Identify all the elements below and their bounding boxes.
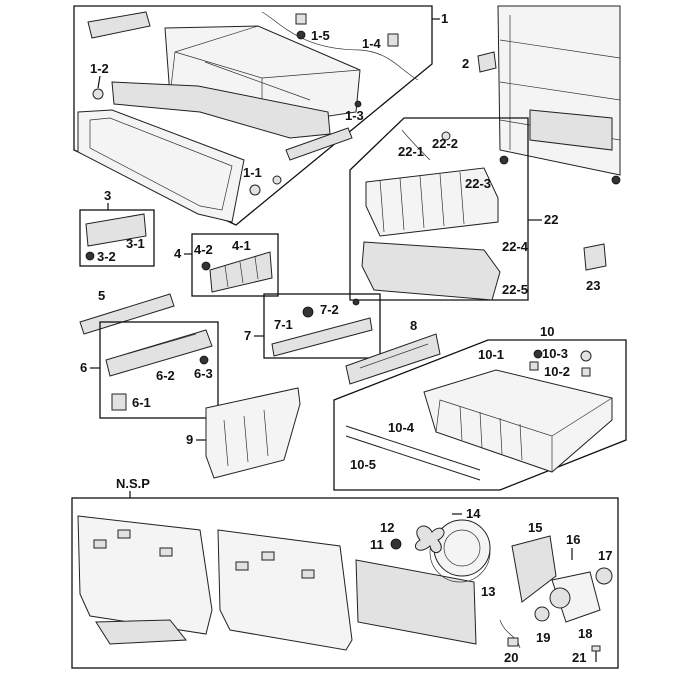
callout-10-2: 10-2 [544,364,570,379]
part-11 [390,538,402,550]
callout-18: 18 [578,626,592,641]
fan-shroud-plate [355,559,477,645]
part-1-1-cap [249,184,261,196]
callout-1-4: 1-4 [362,36,382,51]
callout-1-1: 1-1 [243,165,262,180]
callout-19: 19 [536,630,550,645]
evaporator-coil [365,167,499,237]
callout-4: 4 [174,246,182,261]
callout-7: 7 [244,328,251,343]
part-23 [583,243,607,271]
callout-10-4: 10-4 [388,420,415,435]
door-panel-1 [77,515,213,635]
drawer-front-panel [77,109,245,223]
callout-9: 9 [186,432,193,447]
part-17 [595,567,613,585]
part-19 [534,606,550,622]
callout-6: 6 [80,360,87,375]
callout-17: 17 [598,548,612,563]
callout-15: 15 [528,520,542,535]
callout-16: 16 [566,532,580,547]
group-7: 7 7-1 7-2 [244,293,381,359]
drawer-front-rail [111,81,331,139]
group-1-drawer-assembly: 1 1-5 1-4 1-2 1-3 1-1 [73,5,448,226]
callout-11: 11 [370,537,384,552]
callout-14: 14 [466,506,481,521]
drawer-side-rail [285,127,353,161]
callout-7-1: 7-1 [274,317,293,332]
refrigerator-cabinet [497,5,621,185]
group-6: 6 6-2 6-3 6-1 [80,321,219,419]
callout-23: 23 [586,278,600,293]
callout-22-5: 22-5 [502,282,528,297]
callout-10: 10 [540,324,554,339]
fan-housing [433,519,491,577]
wire-spring [261,11,419,81]
part-clip-top [295,13,307,25]
callout-4-1: 4-1 [232,238,251,253]
callout-8: 8 [410,318,417,333]
callout-21: 21 [572,650,586,665]
callout-1: 1 [441,11,448,26]
callout-5: 5 [98,288,105,303]
callout-22-3: 22-3 [465,176,491,191]
callout-22-4: 22-4 [502,239,529,254]
callout-1-3: 1-3 [345,108,364,123]
rail-bracket-top [87,11,151,39]
callout-7-2: 7-2 [320,302,339,317]
callout-22-2: 22-2 [432,136,458,151]
group-22-evaporator: 22 22-1 22-2 22-3 22-4 22-5 [349,117,558,301]
callout-10-3: 10-3 [542,346,568,361]
part-1-2-cap [92,88,104,100]
callout-12: 12 [380,520,394,535]
part-8-panel [345,333,441,385]
part-1-3-screw [354,100,362,108]
callout-22-1: 22-1 [398,144,424,159]
callout-3: 3 [104,188,111,203]
fan-blade [415,525,445,554]
group-3: 3 3-1 3-2 [79,188,155,267]
callout-20: 20 [504,650,518,665]
callout-6-1: 6-1 [132,395,151,410]
callout-1-2: 1-2 [90,61,109,76]
callout-3-2: 3-2 [97,249,116,264]
nsp-label: N.S.P [116,476,150,491]
nsp-group: N.S.P 12 11 14 [71,476,619,669]
part-1-1b-cap [272,175,282,185]
callout-13: 13 [481,584,495,599]
part-2 [477,51,497,73]
door-panel-flap [95,619,187,645]
part-5-rail [79,293,175,335]
callout-1-5: 1-5 [311,28,330,43]
part-20-wire [499,619,521,649]
group-10-basket: 10 10-1 10-3 10-2 10-4 10-5 [333,324,627,491]
callout-10-1: 10-1 [478,347,504,362]
callout-2: 2 [462,56,469,71]
callout-10-5: 10-5 [350,457,376,472]
callout-22: 22 [544,212,558,227]
part-9-cover [205,387,301,479]
callout-6-2: 6-2 [156,368,175,383]
group-4: 4 4-2 4-1 [174,233,279,297]
drain-pan [361,241,501,301]
callout-4-2: 4-2 [194,242,213,257]
door-panel-2 [217,529,353,651]
part-clip-1-4 [387,33,399,47]
nsp-outline [71,497,619,669]
callout-6-3: 6-3 [194,366,213,381]
callout-3-1: 3-1 [126,236,145,251]
part-15-housing [511,535,557,603]
